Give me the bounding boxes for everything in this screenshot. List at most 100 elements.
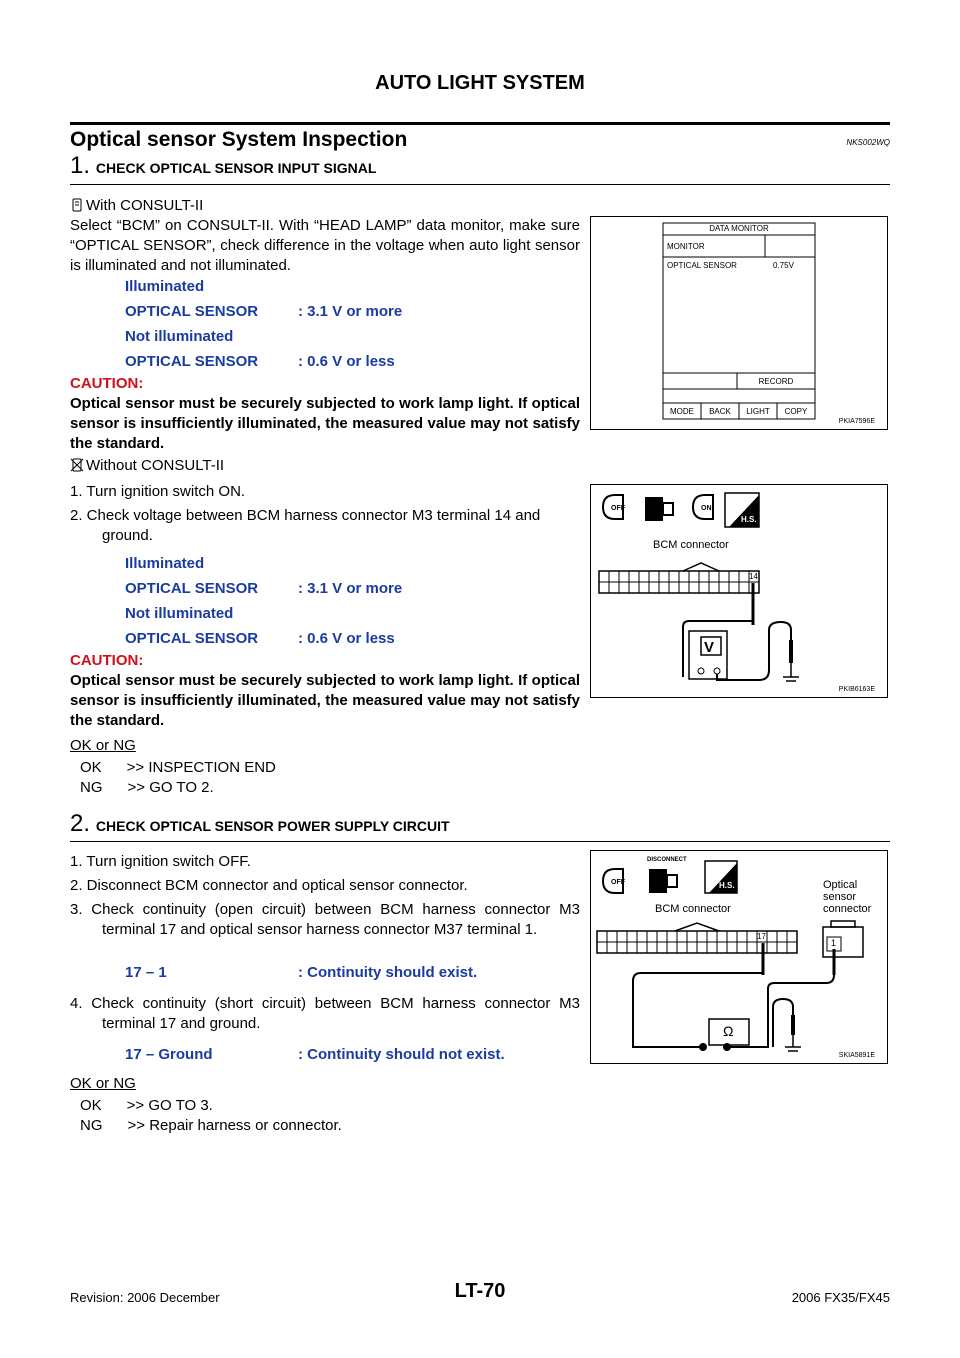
section-code: NKS002WQ [846, 138, 890, 147]
list-item: 1. Turn ignition switch ON. [70, 483, 246, 500]
spec-illuminated: Illuminated [125, 278, 205, 295]
fig1-monitor: MONITOR [667, 242, 705, 251]
ng-result: NG >> Repair harness or connector. [80, 1117, 342, 1134]
spec-key: OPTICAL SENSOR [125, 353, 259, 370]
fig1-row-value: 0.75V [773, 261, 794, 270]
step1-with-consult: With CONSULT-II Select “BCM” on CONSULT-… [70, 196, 580, 276]
consult-icon [72, 198, 82, 212]
list-item: 1. Turn ignition switch OFF. [70, 853, 251, 870]
ok-result: OK >> INSPECTION END [80, 759, 276, 776]
spec-key: OPTICAL SENSOR [125, 630, 259, 647]
ng-result: NG >> GO TO 2. [80, 779, 214, 796]
caution-text: Optical sensor must be securely subjecte… [70, 395, 580, 452]
fig2-hs-label: H.S. [741, 515, 757, 524]
spec-not-illuminated: Not illuminated [125, 328, 234, 345]
fig1-code: PKIA7596E [838, 418, 875, 425]
fig3-hs-label: H.S. [719, 881, 735, 890]
step1-okng: OK or NG OK >> INSPECTION END NG >> GO T… [70, 736, 276, 798]
step2-okng: OK or NG OK >> GO TO 3. NG >> Repair har… [70, 1074, 342, 1136]
ignition-off-icon [601, 868, 624, 894]
step2-title: CHECK OPTICAL SENSOR POWER SUPPLY CIRCUI… [95, 818, 450, 834]
fig2-terminal: 14 [749, 572, 758, 581]
fig3-optical-line: Optical [823, 879, 858, 891]
fig2-on-label: ON [701, 505, 712, 512]
spec-value: : 0.6 V or less [298, 630, 395, 647]
with-consult-text: Select “BCM” on CONSULT-II. With “HEAD L… [70, 217, 580, 274]
fig1-button: COPY [784, 407, 808, 416]
step1-rule [70, 184, 890, 185]
header-rule [70, 122, 890, 125]
fig2-connector-label: BCM connector [653, 539, 729, 551]
figure-bcm-continuity: DISCONNECT OFF H.S. BCM connector 17 Opt… [590, 850, 888, 1064]
footer-revision: Revision: 2006 December [70, 1290, 220, 1305]
spec-illuminated: Illuminated [125, 555, 205, 572]
connector-disconnect-icon [645, 497, 674, 521]
fig1-title: DATA MONITOR [709, 224, 769, 233]
no-consult-icon [70, 458, 84, 472]
step1-number: 1. [70, 152, 91, 179]
step1-title: CHECK OPTICAL SENSOR INPUT SIGNAL [95, 160, 377, 176]
fig3-terminal: 17 [757, 932, 766, 941]
hs-icon [704, 860, 738, 894]
step2-spec2: 17 – Ground : Continuity should not exist… [125, 1042, 505, 1067]
fig3-optical-label: Optical sensor connector [823, 879, 871, 915]
okng-label: OK or NG [70, 1075, 136, 1092]
hs-icon [724, 492, 760, 528]
list-item: 3. Check continuity (open circuit) betwe… [70, 901, 580, 938]
step2-list: 1. Turn ignition switch OFF. 2. Disconne… [70, 852, 580, 944]
spec-value: : Continuity should exist. [298, 964, 478, 981]
step1-spec: Illuminated OPTICAL SENSOR : 3.1 V or mor… [125, 274, 402, 374]
fig3-optical-line: connector [823, 903, 872, 915]
fig3-optical-line: sensor [823, 891, 857, 903]
step2-number: 2. [70, 810, 91, 837]
step1-heading: 1. CHECK OPTICAL SENSOR INPUT SIGNAL [70, 152, 376, 180]
okng-label: OK or NG [70, 737, 136, 754]
step1-spec2: Illuminated OPTICAL SENSOR : 3.1 V or mor… [125, 551, 402, 651]
list-item: 2. Disconnect BCM connector and optical … [70, 877, 468, 894]
spec-value: : 3.1 V or more [298, 580, 403, 597]
spec-key: OPTICAL SENSOR [125, 303, 259, 320]
step2-rule [70, 841, 890, 842]
without-consult-label: Without CONSULT-II [86, 457, 225, 474]
fig2-meter: V [704, 639, 715, 656]
fig1-button: LIGHT [746, 407, 770, 416]
footer-model: 2006 FX35/FX45 [791, 1290, 890, 1305]
step2-list4: 4. Check continuity (short circuit) betw… [70, 994, 580, 1034]
fig3-meter: Ω [723, 1023, 734, 1039]
section-title: Optical sensor System Inspection [70, 128, 408, 151]
caution-head: CAUTION: [70, 375, 144, 392]
spec-key: 17 – Ground [125, 1046, 213, 1063]
fig3-connector-label: BCM connector [655, 903, 731, 915]
fig1-button: MODE [670, 407, 694, 416]
step1-without-consult: Without CONSULT-II 1. Turn ignition swit… [70, 456, 580, 550]
fig3-opt-terminal: 1 [831, 938, 837, 948]
fig2-off-label: OFF [611, 505, 625, 512]
spec-value: : 0.6 V or less [298, 353, 395, 370]
page-header-title: AUTO LIGHT SYSTEM [375, 72, 585, 94]
connector-disconnect-icon [649, 869, 678, 893]
figure-bcm-voltage: OFF ON H.S. BCM connector 14 V PKIB6163E [590, 484, 888, 698]
spec-key: 17 – 1 [125, 964, 167, 981]
spec-not-illuminated: Not illuminated [125, 605, 234, 622]
step2-spec1: 17 – 1 : Continuity should exist. [125, 960, 477, 985]
footer-page-number: LT-70 [454, 1280, 506, 1302]
ok-result: OK >> GO TO 3. [80, 1097, 213, 1114]
fig1-row-label: OPTICAL SENSOR [667, 261, 737, 270]
fig2-code: PKIB6163E [838, 686, 875, 693]
caution-head: CAUTION: [70, 652, 144, 669]
step1-caution: CAUTION: Optical sensor must be securely… [70, 374, 580, 454]
fig3-code: SKIA5891E [838, 1052, 875, 1059]
fig3-off-label: OFF [611, 879, 625, 886]
figure-data-monitor: DATA MONITOR MONITOR OPTICAL SENSOR 0.75… [590, 216, 888, 430]
list-item: 4. Check continuity (short circuit) betw… [70, 995, 580, 1032]
ignition-off-icon [601, 494, 624, 520]
step2-heading: 2. CHECK OPTICAL SENSOR POWER SUPPLY CIR… [70, 810, 450, 838]
fig1-record: RECORD [758, 377, 794, 386]
list-item: 2. Check voltage between BCM harness con… [70, 507, 541, 544]
spec-value: : 3.1 V or more [298, 303, 403, 320]
spec-value: : Continuity should not exist. [298, 1046, 505, 1063]
with-consult-label: With CONSULT-II [86, 197, 204, 214]
step1-caution2: CAUTION: Optical sensor must be securely… [70, 651, 580, 731]
fig3-disconnect-label: DISCONNECT [647, 857, 687, 863]
caution-text: Optical sensor must be securely subjecte… [70, 672, 580, 729]
